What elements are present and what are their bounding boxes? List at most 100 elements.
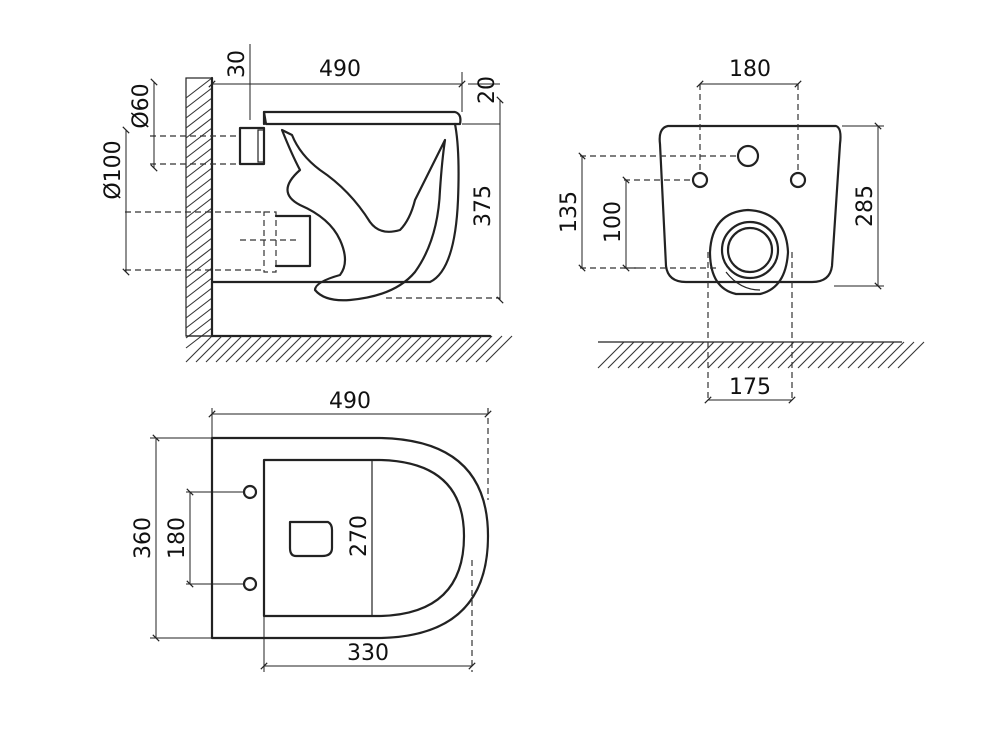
hatch-line	[375, 335, 403, 363]
hatch-line	[445, 335, 473, 363]
hatch-line	[395, 335, 423, 363]
hatch-line	[185, 97, 213, 119]
hatch-line	[185, 177, 213, 199]
hatch-line	[757, 341, 785, 369]
hatch-line	[185, 207, 213, 229]
hatch-line	[185, 217, 213, 239]
dim-top-180: 180	[165, 517, 190, 559]
hatch-line	[747, 341, 775, 369]
dim-top-330: 330	[347, 641, 389, 666]
hatch-line	[185, 317, 213, 339]
hatch-line	[315, 335, 343, 363]
dim-side-d100: Ø100	[101, 140, 126, 199]
side-view: 490 30 20 375 Ø60 Ø100	[101, 44, 513, 363]
hatch-line	[185, 147, 213, 169]
hatch-line	[265, 335, 293, 363]
hatch-line	[807, 341, 835, 369]
hatch-line	[185, 227, 213, 249]
hatch-line	[657, 341, 685, 369]
hatch-line	[767, 341, 795, 369]
dim-side-490: 490	[319, 57, 361, 82]
hatch-line	[465, 335, 493, 363]
hatch-line	[185, 117, 213, 139]
hatch-line	[877, 341, 905, 369]
hatch-line	[837, 341, 865, 369]
hatch-line	[737, 341, 765, 369]
hatch-line	[797, 341, 825, 369]
wall-hatch	[185, 77, 213, 349]
hatch-line	[435, 335, 463, 363]
dim-top-270: 270	[347, 515, 372, 557]
hatch-line	[185, 277, 213, 299]
dim-front-175: 175	[729, 375, 771, 400]
dim-front-285: 285	[853, 185, 878, 227]
hatch-line	[707, 341, 735, 369]
hatch-line	[355, 335, 383, 363]
dim-front-100: 100	[601, 201, 626, 243]
hatch-line	[185, 247, 213, 269]
hatch-line	[857, 341, 885, 369]
hatch-line	[677, 341, 705, 369]
hatch-line	[385, 335, 413, 363]
floor-hatch-front	[597, 341, 925, 369]
hatch-line	[887, 341, 915, 369]
hatch-line	[617, 341, 645, 369]
hatch-line	[185, 257, 213, 279]
hatch-line	[325, 335, 353, 363]
hatch-line	[717, 341, 745, 369]
hatch-line	[185, 77, 213, 99]
hatch-line	[867, 341, 895, 369]
hatch-line	[637, 341, 665, 369]
hatch-line	[235, 335, 263, 363]
hatch-line	[285, 335, 313, 363]
hatch-line	[647, 341, 675, 369]
hatch-line	[777, 341, 805, 369]
dim-top-490: 490	[329, 389, 371, 414]
hatch-line	[627, 341, 655, 369]
hatch-line	[697, 341, 725, 369]
hatch-line	[185, 87, 213, 109]
hatch-line	[275, 335, 303, 363]
hatch-line	[185, 107, 213, 129]
hatch-line	[687, 341, 715, 369]
hatch-line	[727, 341, 755, 369]
hatch-line	[185, 267, 213, 289]
hatch-line	[425, 335, 453, 363]
hatch-line	[455, 335, 483, 363]
hatch-line	[185, 327, 213, 349]
hatch-line	[185, 335, 213, 363]
hatch-line	[185, 197, 213, 219]
hatch-line	[185, 287, 213, 309]
floor-hatch	[185, 334, 513, 363]
hatch-line	[485, 335, 513, 363]
hatch-line	[415, 335, 443, 363]
dim-side-30: 30	[225, 50, 250, 78]
hatch-line	[365, 335, 393, 363]
hatch-line	[255, 335, 283, 363]
hatch-line	[185, 157, 213, 179]
hatch-line	[897, 341, 925, 369]
hatch-line	[475, 335, 503, 363]
hatch-line	[607, 341, 635, 369]
dim-front-135: 135	[557, 191, 582, 233]
hatch-line	[827, 341, 855, 369]
hatch-line	[185, 307, 213, 329]
bowl-side-profile	[210, 110, 462, 302]
hatch-line	[667, 341, 695, 369]
hatch-line	[185, 137, 213, 159]
hatch-line	[185, 297, 213, 319]
hatch-line	[817, 341, 845, 369]
hatch-line	[597, 341, 625, 369]
hatch-line	[335, 335, 363, 363]
hatch-line	[185, 237, 213, 259]
dim-top-360: 360	[131, 517, 156, 559]
dim-side-d60: Ø60	[129, 83, 154, 128]
hatch-line	[195, 335, 223, 363]
hatch-line	[245, 335, 273, 363]
hatch-line	[847, 341, 875, 369]
hatch-line	[185, 187, 213, 209]
hatch-line	[185, 127, 213, 149]
top-view: 490 360 180 270 330	[131, 389, 492, 672]
hatch-line	[305, 335, 333, 363]
